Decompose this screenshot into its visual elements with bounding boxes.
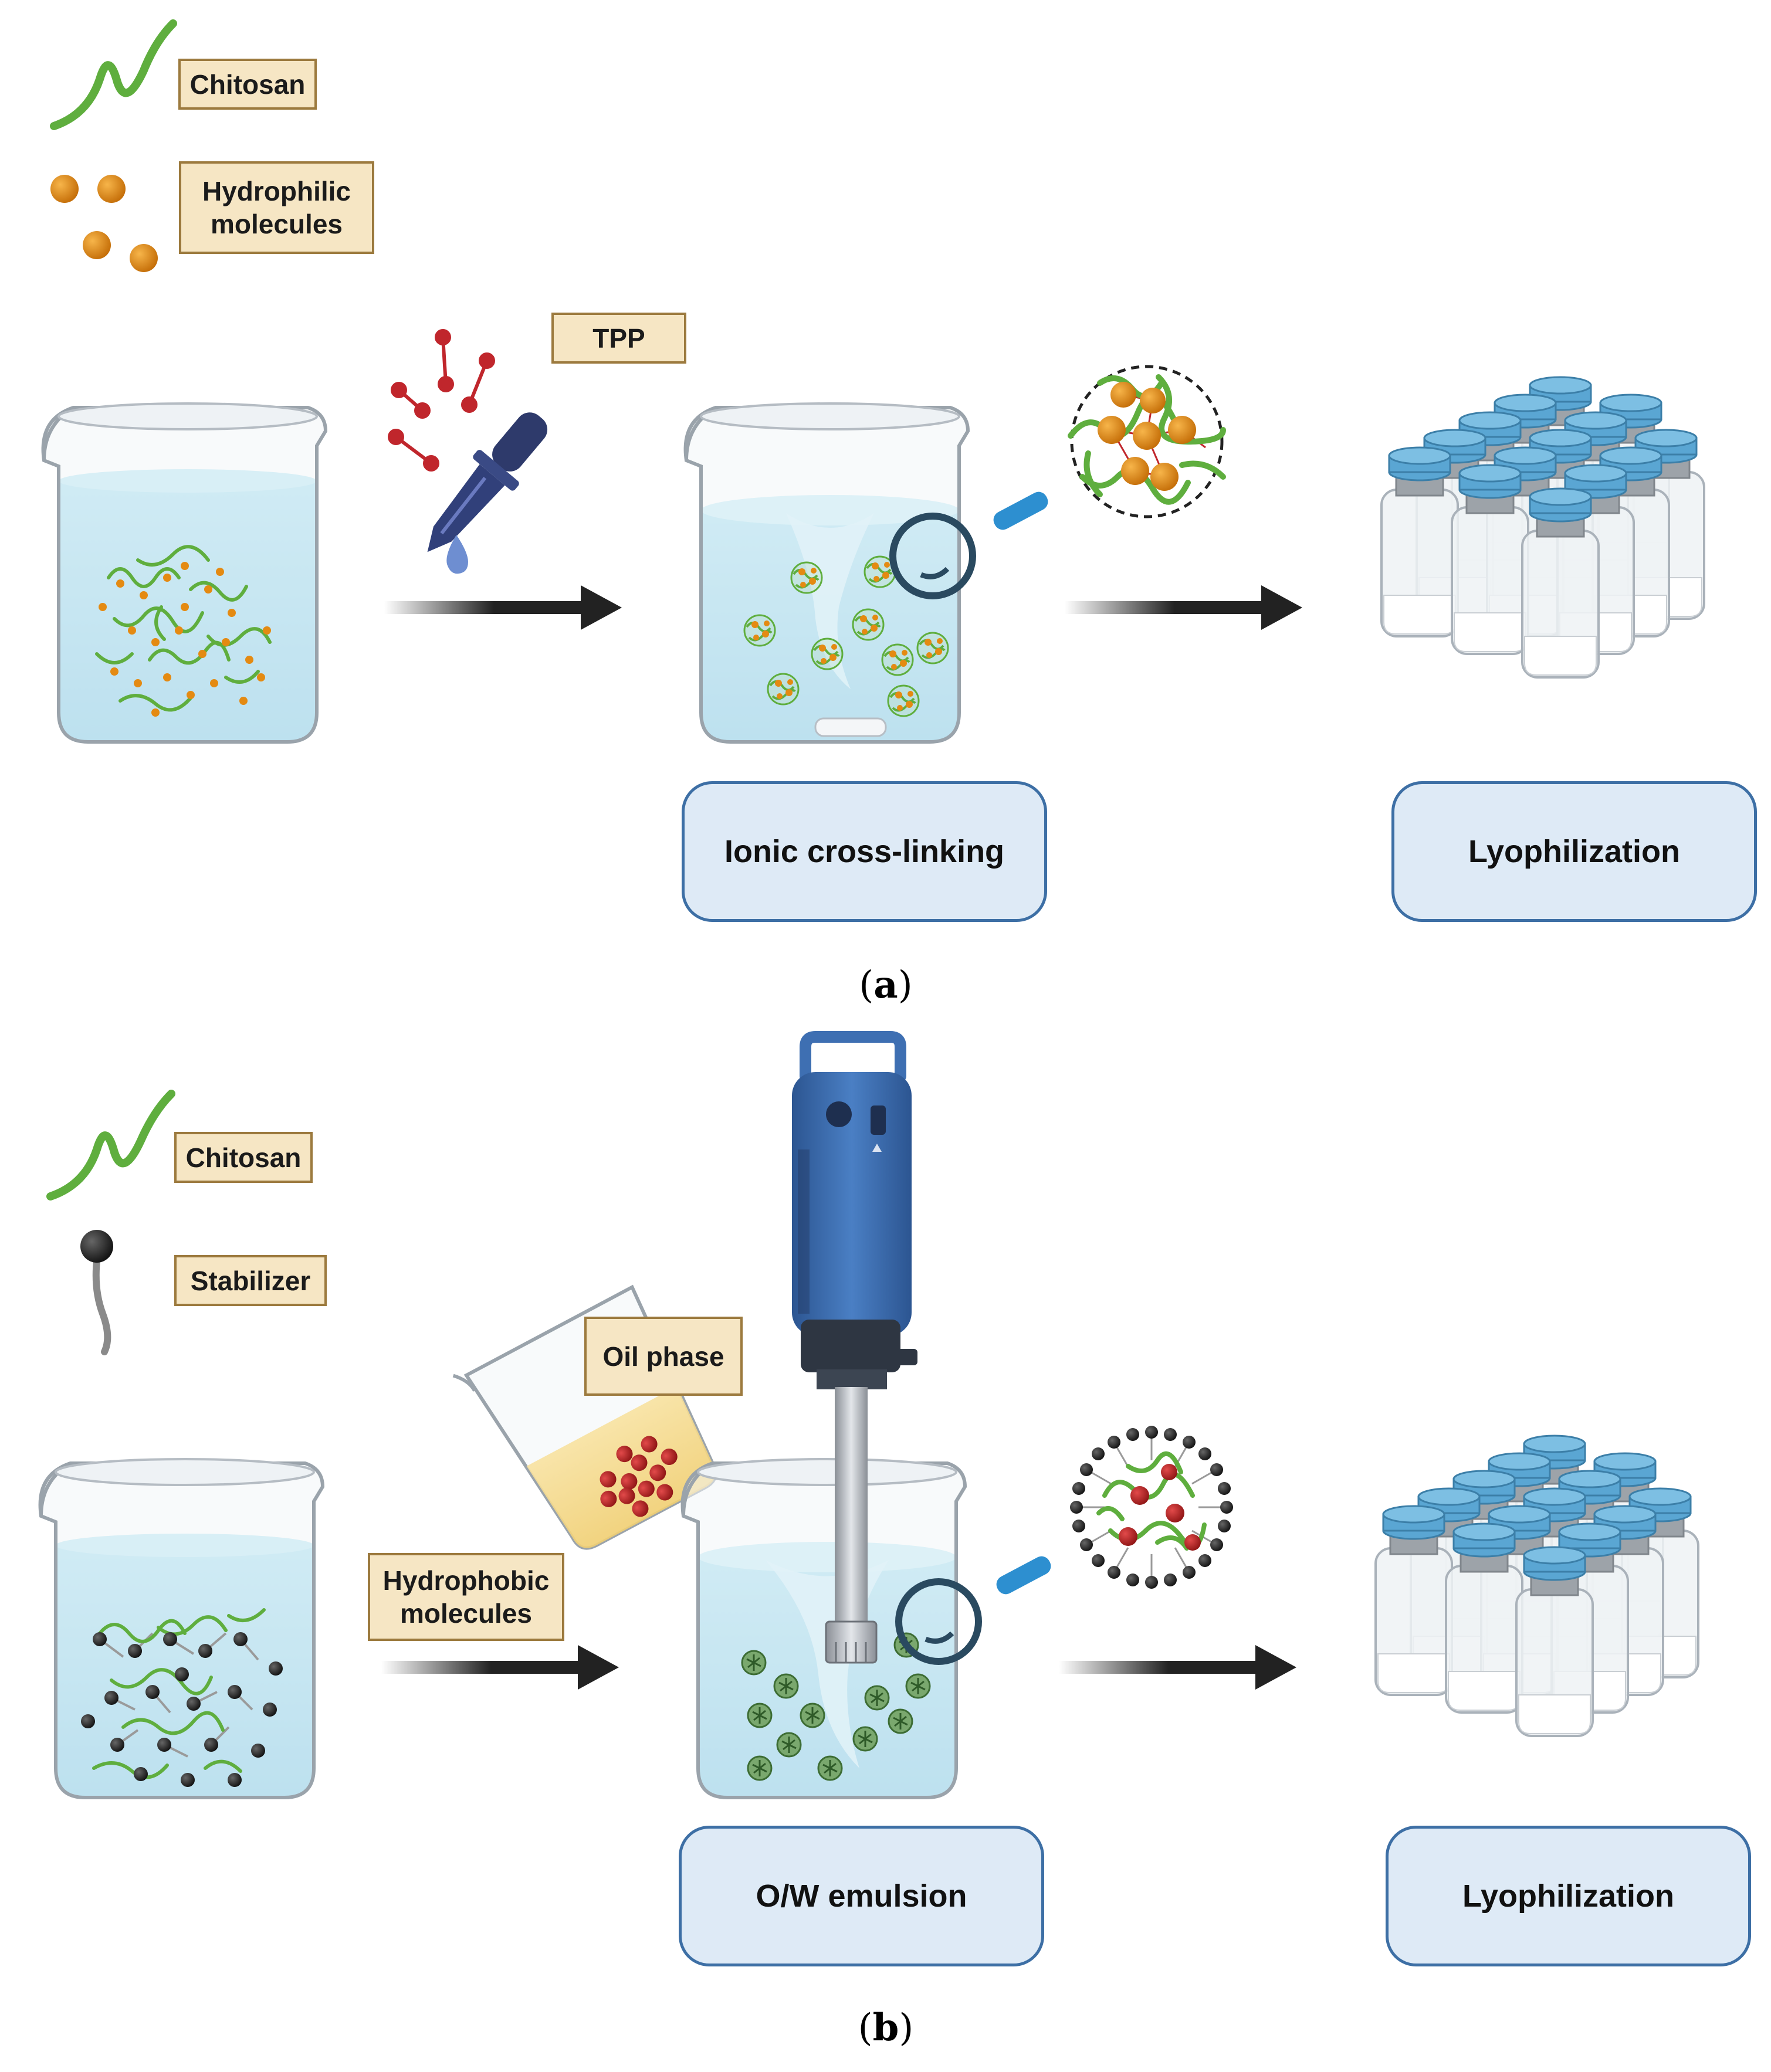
emulsion-droplet-icon bbox=[1070, 1426, 1233, 1589]
chitosan-legend-label-b: Chitosan bbox=[174, 1132, 313, 1183]
panel-label-a: (a) bbox=[859, 963, 913, 1007]
panel-id-a: a bbox=[873, 963, 898, 1007]
beaker-icon bbox=[43, 403, 326, 742]
arrow-icon bbox=[1059, 1645, 1296, 1690]
oil-phase-label: Oil phase bbox=[584, 1317, 743, 1396]
chitosan-icon bbox=[50, 19, 177, 130]
panel-b bbox=[40, 1031, 1698, 1798]
stabilizer-icon bbox=[80, 1230, 113, 1355]
arrow-icon bbox=[384, 585, 622, 630]
step-ow-emulsion: O/W emulsion bbox=[679, 1826, 1044, 1966]
arrow-icon bbox=[381, 1645, 619, 1690]
magnifier-icon bbox=[895, 1556, 1051, 1665]
stirred-beaker-icon bbox=[683, 1459, 965, 1798]
stabilizer-legend-label: Stabilizer bbox=[174, 1255, 327, 1306]
vial-icon bbox=[1376, 1436, 1698, 1736]
step-lyophilization-a: Lyophilization bbox=[1391, 781, 1757, 922]
step-lyophilization-b: Lyophilization bbox=[1386, 1826, 1751, 1966]
hydrophilic-molecule-icon bbox=[50, 175, 158, 272]
tpp-label: TPP bbox=[551, 313, 686, 364]
vial-icon bbox=[1381, 377, 1704, 677]
dropper-icon bbox=[427, 412, 548, 552]
chitosan-legend-label: Chitosan bbox=[178, 59, 317, 110]
drop-icon bbox=[446, 535, 468, 574]
panel-label-b: (b) bbox=[858, 2006, 914, 2050]
step-ionic-crosslinking: Ionic cross-linking bbox=[682, 781, 1047, 922]
nanoparticle-icon bbox=[1068, 365, 1226, 518]
blender-icon bbox=[792, 1031, 917, 1664]
stirred-beaker-icon bbox=[686, 403, 968, 742]
panel-a bbox=[43, 19, 1704, 742]
panel-id-b: b bbox=[872, 2006, 899, 2050]
arrow-icon bbox=[1065, 585, 1302, 630]
beaker-icon bbox=[40, 1459, 323, 1798]
magnifier-icon bbox=[889, 491, 1048, 599]
chitosan-icon bbox=[46, 1090, 175, 1201]
hydrophobic-molecules-label: Hydrophobic molecules bbox=[368, 1553, 564, 1641]
tpp-molecule-icon bbox=[388, 329, 495, 472]
hydrophilic-legend-label: Hydrophilic molecules bbox=[179, 161, 374, 254]
